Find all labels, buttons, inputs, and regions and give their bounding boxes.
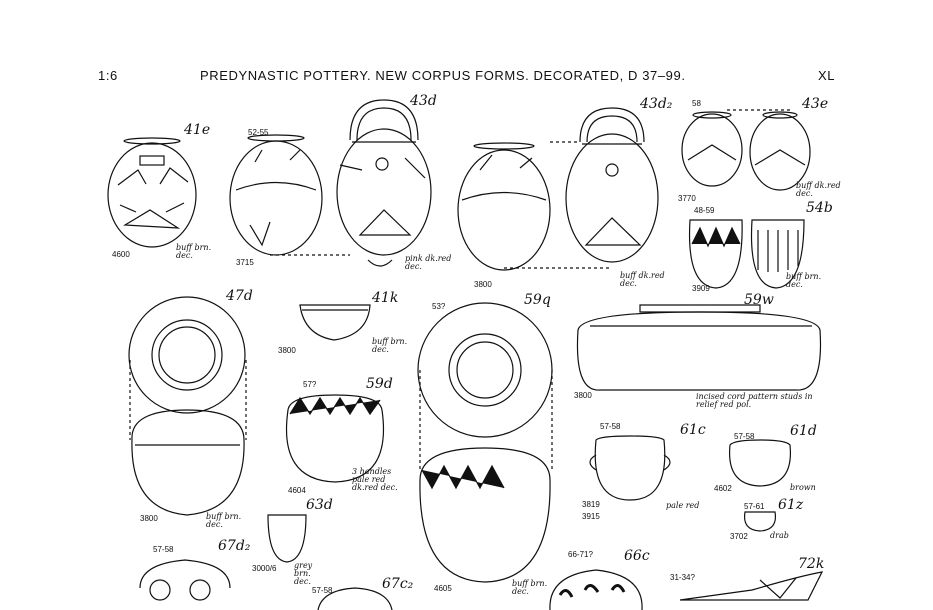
form-number: 4600 <box>112 250 130 259</box>
vessel-72k-drawing <box>679 571 824 601</box>
vessel-59q-drawing <box>417 302 553 583</box>
form-number: 52-55 <box>248 128 269 137</box>
form-note: drab <box>770 531 789 540</box>
form-number: 4604 <box>288 486 306 495</box>
form-number: 3715 <box>236 258 254 267</box>
plate-number: XL <box>818 68 836 83</box>
vessel-54b-drawing <box>688 219 805 289</box>
vessel-59d-drawing <box>285 394 385 483</box>
form-label: 59q <box>524 292 551 308</box>
form-note: pale red <box>666 501 700 510</box>
vessel-41k-drawing <box>299 304 371 341</box>
form-number: 3909 <box>692 284 710 293</box>
form-label: 59w <box>744 292 774 308</box>
vessel-43e-drawing <box>681 109 811 191</box>
form-note: buff brn. dec. <box>786 272 822 289</box>
form-label: 67d₂ <box>218 538 251 554</box>
form-note: incised cord pattern studs in relief red… <box>696 392 813 409</box>
form-label: 43d <box>410 93 437 109</box>
form-number: 53? <box>432 302 446 311</box>
form-note: buff dk.red dec. <box>796 181 841 198</box>
form-note: grey brn. dec. <box>294 561 313 586</box>
form-number: 48-59 <box>694 206 715 215</box>
form-number: 3770 <box>678 194 696 203</box>
form-note: buff brn. dec. <box>512 579 548 596</box>
form-label: 61d <box>790 423 817 439</box>
vessel-43d-drawing <box>229 99 432 267</box>
form-number: 31-34? <box>670 573 695 582</box>
form-label: 72k <box>798 556 825 572</box>
vessel-67d2-drawing <box>139 559 231 601</box>
vessel-63d-drawing <box>267 514 307 563</box>
form-number: 57-58 <box>312 586 333 595</box>
form-number: 57-61 <box>744 502 765 511</box>
form-label: 43e <box>802 96 829 112</box>
form-number: 57? <box>303 380 317 389</box>
form-number: 57-58 <box>153 545 174 554</box>
vessel-47d-drawing <box>128 296 247 516</box>
plate-scale: 1:6 <box>98 68 118 83</box>
plate-title: PREDYNASTIC POTTERY. NEW CORPUS FORMS. D… <box>200 68 686 83</box>
vessel-66c-drawing <box>549 569 643 610</box>
form-label: 41k <box>372 290 399 306</box>
form-note: brown <box>790 483 816 492</box>
form-number: 3915 <box>582 512 600 521</box>
vessel-61c-drawing <box>589 435 671 501</box>
vessel-43d2-drawing <box>457 107 659 271</box>
form-label: 43d₂ <box>640 96 673 112</box>
form-label: 59d <box>366 376 393 392</box>
form-note: pink dk.red dec. <box>405 254 452 271</box>
form-label: 41e <box>184 122 211 138</box>
form-note: buff brn. dec. <box>206 512 242 529</box>
form-number: 3819 <box>582 500 600 509</box>
form-number: 3800 <box>140 514 158 523</box>
form-number: 3800 <box>278 346 296 355</box>
form-label: 61c <box>680 422 706 438</box>
form-label: 67c₂ <box>382 576 414 592</box>
vessel-67c2-drawing <box>317 587 393 610</box>
form-label: 63d <box>306 497 333 513</box>
form-number: 66-71? <box>568 550 593 559</box>
vessel-59w-drawing <box>576 304 822 391</box>
form-number: 57-58 <box>600 422 621 431</box>
form-number: 4602 <box>714 484 732 493</box>
form-number: 4605 <box>434 584 452 593</box>
vessel-61z-drawing <box>743 511 777 532</box>
form-number: 57-58 <box>734 432 755 441</box>
form-note: buff dk.red dec. <box>620 271 665 288</box>
form-note: buff brn. dec. <box>176 243 212 260</box>
form-note: 3 handles pale red dk.red dec. <box>352 467 398 492</box>
form-label: 54b <box>806 200 833 216</box>
vessel-61d-drawing <box>728 439 792 487</box>
form-number: 58 <box>692 99 701 108</box>
vessel-41e-drawing <box>107 137 197 248</box>
form-label: 47d <box>226 288 253 304</box>
form-number: 3702 <box>730 532 748 541</box>
form-label: 61z <box>778 497 804 513</box>
form-number: 3800 <box>474 280 492 289</box>
form-number: 3800 <box>574 391 592 400</box>
form-label: 66c <box>624 548 650 564</box>
form-note: buff brn. dec. <box>372 337 408 354</box>
form-number: 3000/6 <box>252 564 277 573</box>
